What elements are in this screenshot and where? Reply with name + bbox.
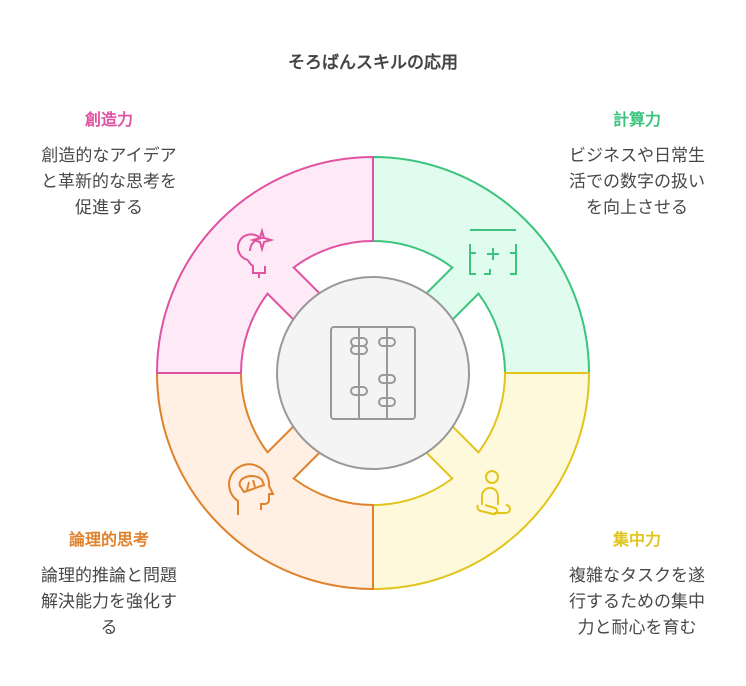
desc-line: 解決能力を強化す — [41, 592, 177, 612]
sector-logic — [155, 372, 374, 591]
sector-creative — [155, 155, 374, 374]
desc-line: 促進する — [75, 198, 143, 218]
section-label: 論理的思考 — [68, 530, 149, 549]
section-logic: 論理的思考 論理的推論と問題 解決能力を強化す る — [9, 527, 209, 641]
sector-calc — [372, 155, 591, 374]
section-description: 創造的なアイデア と革新的な思考を 促進する — [9, 143, 209, 221]
section-description: 複雑なタスクを遂 行するための集中 力と耐心を育む — [537, 563, 737, 641]
desc-line: る — [100, 618, 118, 638]
meditation-person-icon — [476, 470, 511, 516]
desc-line: を向上させる — [586, 198, 688, 218]
desc-line: 論理的推論と問題 — [41, 566, 177, 586]
section-label: 創造力 — [84, 110, 133, 129]
section-focus: 集中力 複雑なタスクを遂 行するための集中 力と耐心を育む — [537, 527, 737, 641]
section-calc: 計算力 ビジネスや日常生 活での数字の扱い を向上させる — [537, 107, 737, 221]
calculator-icon — [469, 229, 517, 275]
section-label: 計算力 — [612, 110, 661, 129]
desc-line: 力と耐心を育む — [577, 618, 697, 638]
desc-line: 複雑なタスクを遂 — [569, 566, 705, 586]
desc-line: 活での数字の扱い — [569, 172, 705, 192]
abacus-icon — [330, 326, 416, 420]
section-description: 論理的推論と問題 解決能力を強化す る — [9, 563, 209, 641]
center-circle — [276, 276, 470, 470]
desc-line: と革新的な思考を — [41, 172, 177, 192]
sector-focus — [372, 372, 591, 591]
desc-line: ビジネスや日常生 — [569, 146, 705, 166]
desc-line: 創造的なアイデア — [41, 146, 177, 166]
section-label: 集中力 — [612, 530, 661, 549]
section-creative: 創造力 創造的なアイデア と革新的な思考を 促進する — [9, 107, 209, 221]
brain-head-icon — [228, 463, 275, 515]
desc-line: 行するための集中 — [569, 592, 705, 612]
diagram-title: そろばんスキルの応用 — [288, 53, 458, 73]
lightbulb-sparkle-icon — [236, 227, 275, 278]
section-description: ビジネスや日常生 活での数字の扱い を向上させる — [537, 143, 737, 221]
